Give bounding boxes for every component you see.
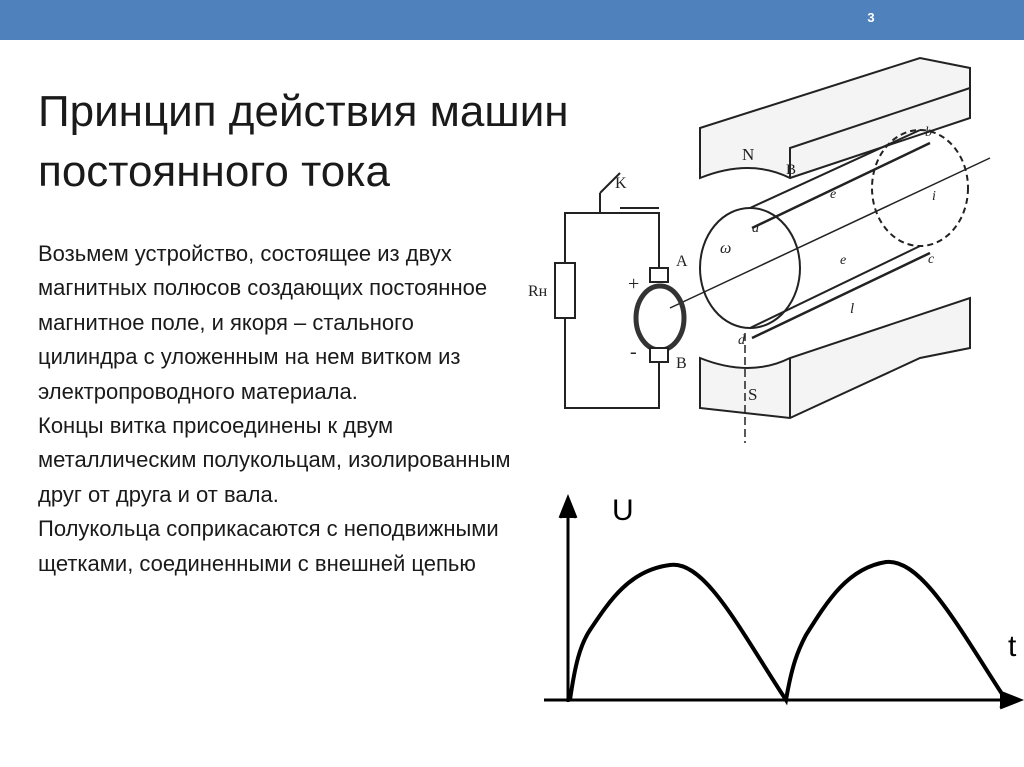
header-bar	[0, 0, 1024, 40]
load-resistor	[554, 262, 576, 319]
winding-bottom	[751, 251, 931, 340]
emf-top-label: e	[830, 187, 836, 202]
brush-a	[649, 267, 669, 283]
slide-title: Принцип действия машин постоянного тока	[38, 82, 678, 202]
winding-top	[751, 141, 931, 230]
y-axis-arrow	[558, 493, 578, 519]
point-a-label: a	[752, 221, 759, 236]
armature-body	[749, 129, 921, 329]
slide-number: 3	[867, 10, 875, 25]
body-text: Возьмем устройство, состоящее из двух ма…	[38, 237, 518, 581]
external-circuit	[564, 172, 660, 409]
brush-a-label: A	[676, 253, 688, 270]
title-line-1: Принцип действия машин	[38, 87, 569, 136]
brush-b	[649, 347, 669, 363]
y-axis-label: U	[612, 494, 634, 527]
plus-sign: +	[628, 273, 639, 295]
paragraph-2: Концы витка присоединены к двум металлич…	[38, 413, 511, 507]
commutator	[633, 283, 687, 353]
voltage-graph: U t	[544, 493, 1024, 710]
south-pole	[699, 296, 971, 420]
title-line-2: постоянного тока	[38, 147, 390, 196]
point-b-label: b	[925, 125, 932, 140]
voltage-curve	[568, 559, 1008, 706]
paragraph-1: Возьмем устройство, состоящее из двух ма…	[38, 241, 488, 404]
armature-front-face	[699, 207, 801, 329]
shaft	[669, 157, 991, 309]
emf-mid-label: e	[840, 253, 846, 268]
minus-sign: -	[630, 341, 637, 363]
south-pole-label: S	[748, 385, 757, 404]
north-pole-label: N	[742, 145, 754, 164]
field-label: B	[786, 162, 796, 178]
current-label: i	[932, 189, 936, 204]
load-label: Rн	[528, 283, 548, 300]
length-label: l	[850, 301, 854, 317]
point-d-label: d	[738, 333, 746, 348]
switch-label: K	[615, 175, 627, 192]
omega-label: ω	[720, 240, 731, 257]
x-axis-label: t	[1008, 630, 1017, 663]
brush-b-label: B	[676, 355, 687, 372]
paragraph-3: Полукольца соприкасаются с неподвижными …	[38, 516, 499, 576]
north-pole	[699, 56, 971, 180]
dc-machine-diagram: K Rн A B + - N S B ω a b c d e e i l	[528, 56, 991, 443]
point-c-label: c	[928, 252, 935, 267]
